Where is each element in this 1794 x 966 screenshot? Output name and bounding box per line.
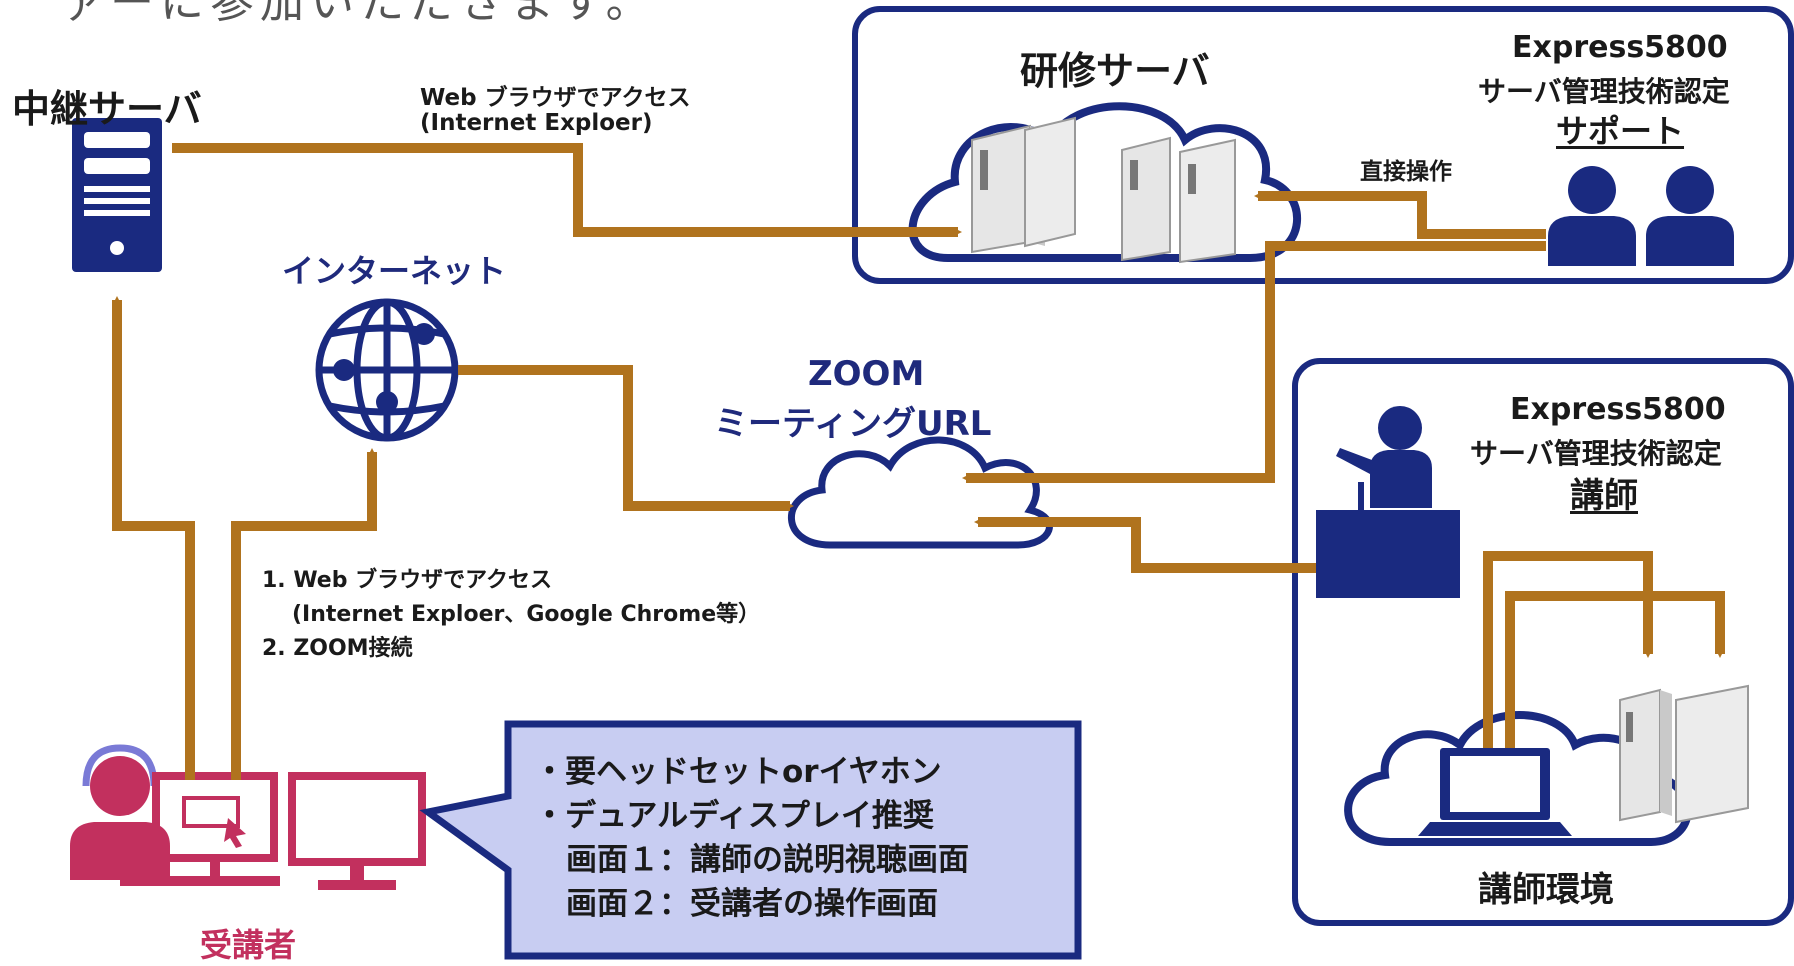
training-server-label: 研修サーバ [1020,49,1210,93]
arrow-laptop-to-server-1 [1483,551,1653,748]
callout-line2: ・デュアルディスプレイ推奨 [534,798,934,834]
arrow-laptop-to-server-2 [1505,591,1725,748]
instructor-servers-icon [1619,684,1749,824]
internet-label: インターネット [282,252,507,290]
callout-line4: 画面２：受講者の操作画面 [566,886,938,922]
direct-operation-label: 直接操作 [1360,159,1452,185]
trainee-step-1-browsers: (Internet Exploer、Google Chrome等） [292,602,761,627]
support-operators-icon [1548,166,1734,266]
training-cloud-icon [908,102,1301,262]
trainee-step-2: 2. ZOOM接続 [262,636,413,661]
callout-line1: ・要ヘッドセットorイヤホン [534,754,942,790]
trainee-label: 受講者 [200,926,297,964]
relay-access-line2: (Internet Exploer) [420,110,653,136]
globe-node-icon [333,359,355,381]
globe-node-icon [413,323,435,345]
laptop-icon [1418,748,1572,836]
arrow-support-to-zoom [962,241,1546,483]
arrow-support-to-training [1254,191,1546,239]
zoom-line2: ミーティングURL [714,404,992,444]
trainee-step-1: 1. Web ブラウザでアクセス [262,568,553,593]
trainee-icon [70,756,170,880]
callout-bubble [419,720,1082,960]
headset-icon [1662,157,1718,191]
arrow-trainee-to-relay [112,296,195,780]
instructor-podium-icon [1316,406,1460,598]
zoom-cloud-icon [788,436,1053,549]
support-line2: サーバ管理技術認定 [1478,75,1730,108]
trainee-monitor-2-icon [288,772,426,890]
support-line1: Express5800 [1512,30,1728,65]
arrow-relay-to-training [172,143,962,237]
callout-line3: 画面１：講師の説明視聴画面 [566,842,969,878]
trainee-headset-icon [82,744,158,787]
instructor-env-label: 講師環境 [1478,870,1614,910]
relay-server-icon [72,118,162,272]
instructor-line3: 講師 [1570,476,1638,516]
relay-access-line1: Web ブラウザでアクセス [420,85,691,111]
training-servers-icon [971,116,1236,264]
arrow-internet-to-zoom [458,365,794,511]
instructor-line1: Express5800 [1510,392,1726,427]
support-line3: サポート [1556,112,1685,150]
headset-icon [1564,157,1620,191]
trainee-monitor-1-icon [120,772,280,886]
relay-server-label: 中継サーバ [12,87,202,131]
arrow-trainee-to-internet [231,448,377,780]
arrow-instructor-to-zoom [974,517,1316,573]
instructor-line2: サーバ管理技術認定 [1470,437,1722,470]
partial-header-text: ァーに参加いただきます。 [60,0,656,28]
zoom-line1: ZOOM [808,354,925,394]
globe-node-icon [376,391,398,413]
